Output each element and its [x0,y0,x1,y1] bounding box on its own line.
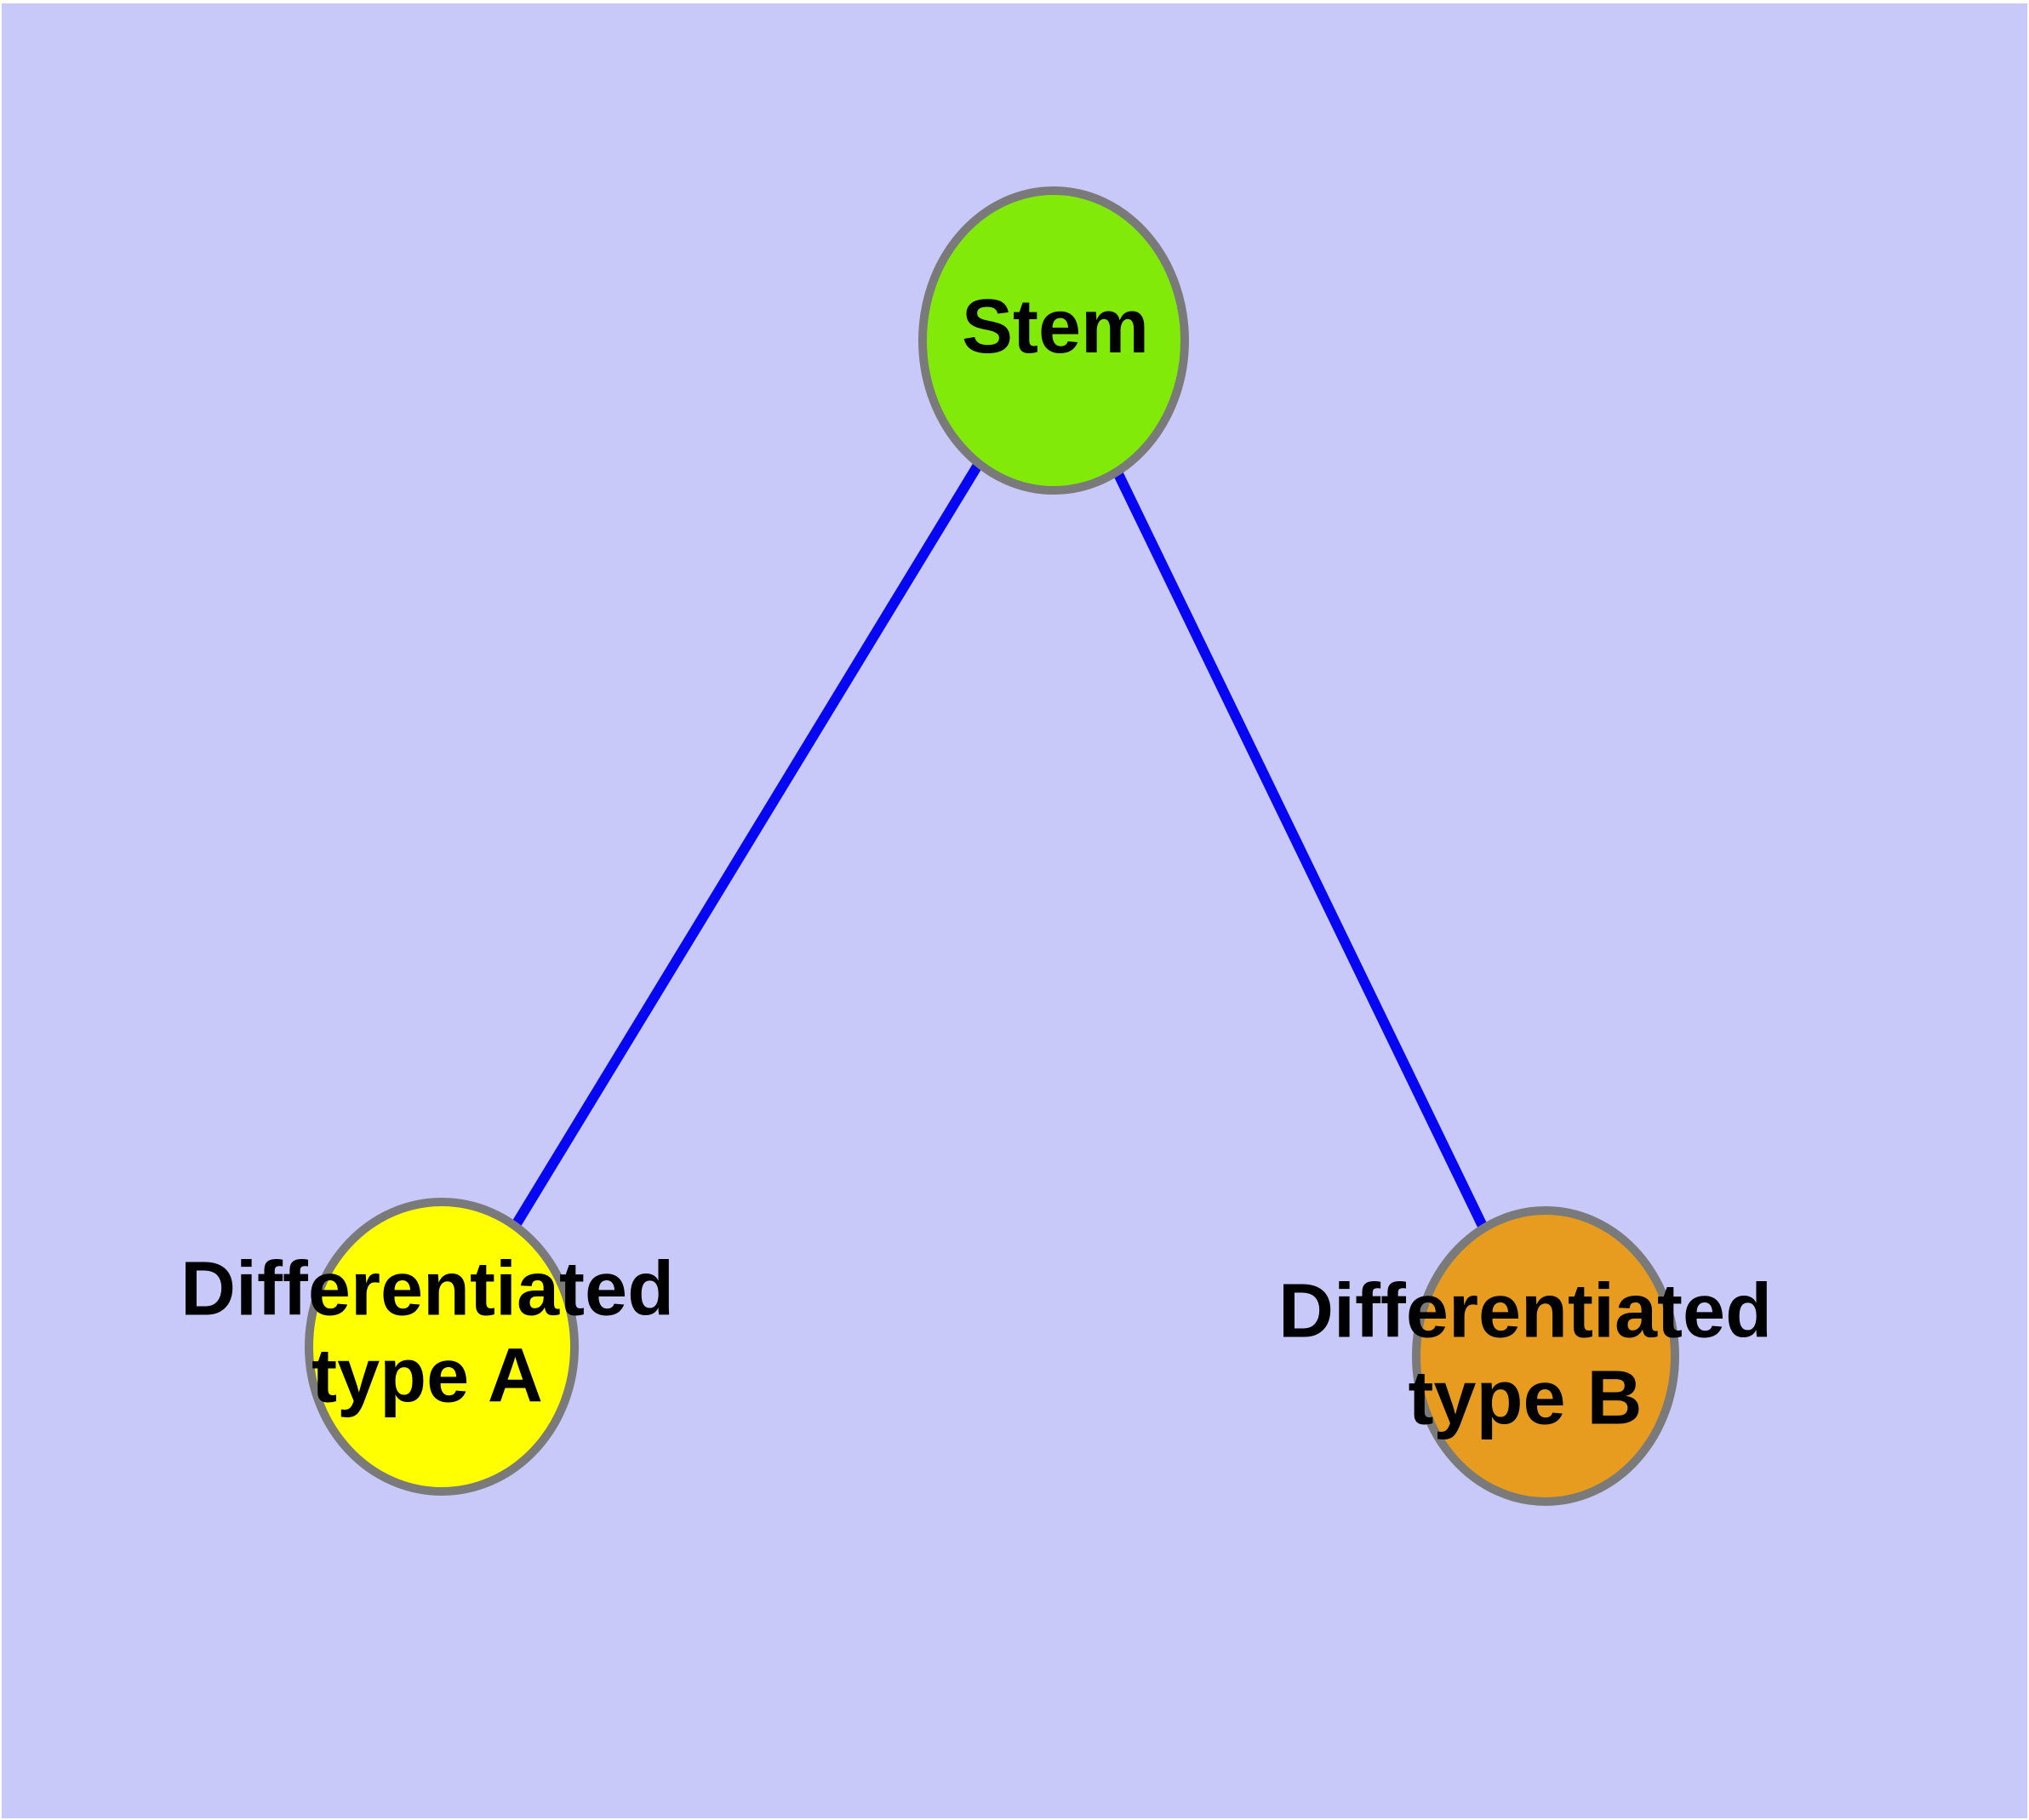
node-type-a-circle [305,1198,579,1496]
edge-stem-to-type-b [1049,338,1551,1359]
node-stem-circle [918,186,1189,495]
edge-stem-to-type-a [437,337,1059,1350]
node-type-b-circle [1412,1206,1679,1506]
